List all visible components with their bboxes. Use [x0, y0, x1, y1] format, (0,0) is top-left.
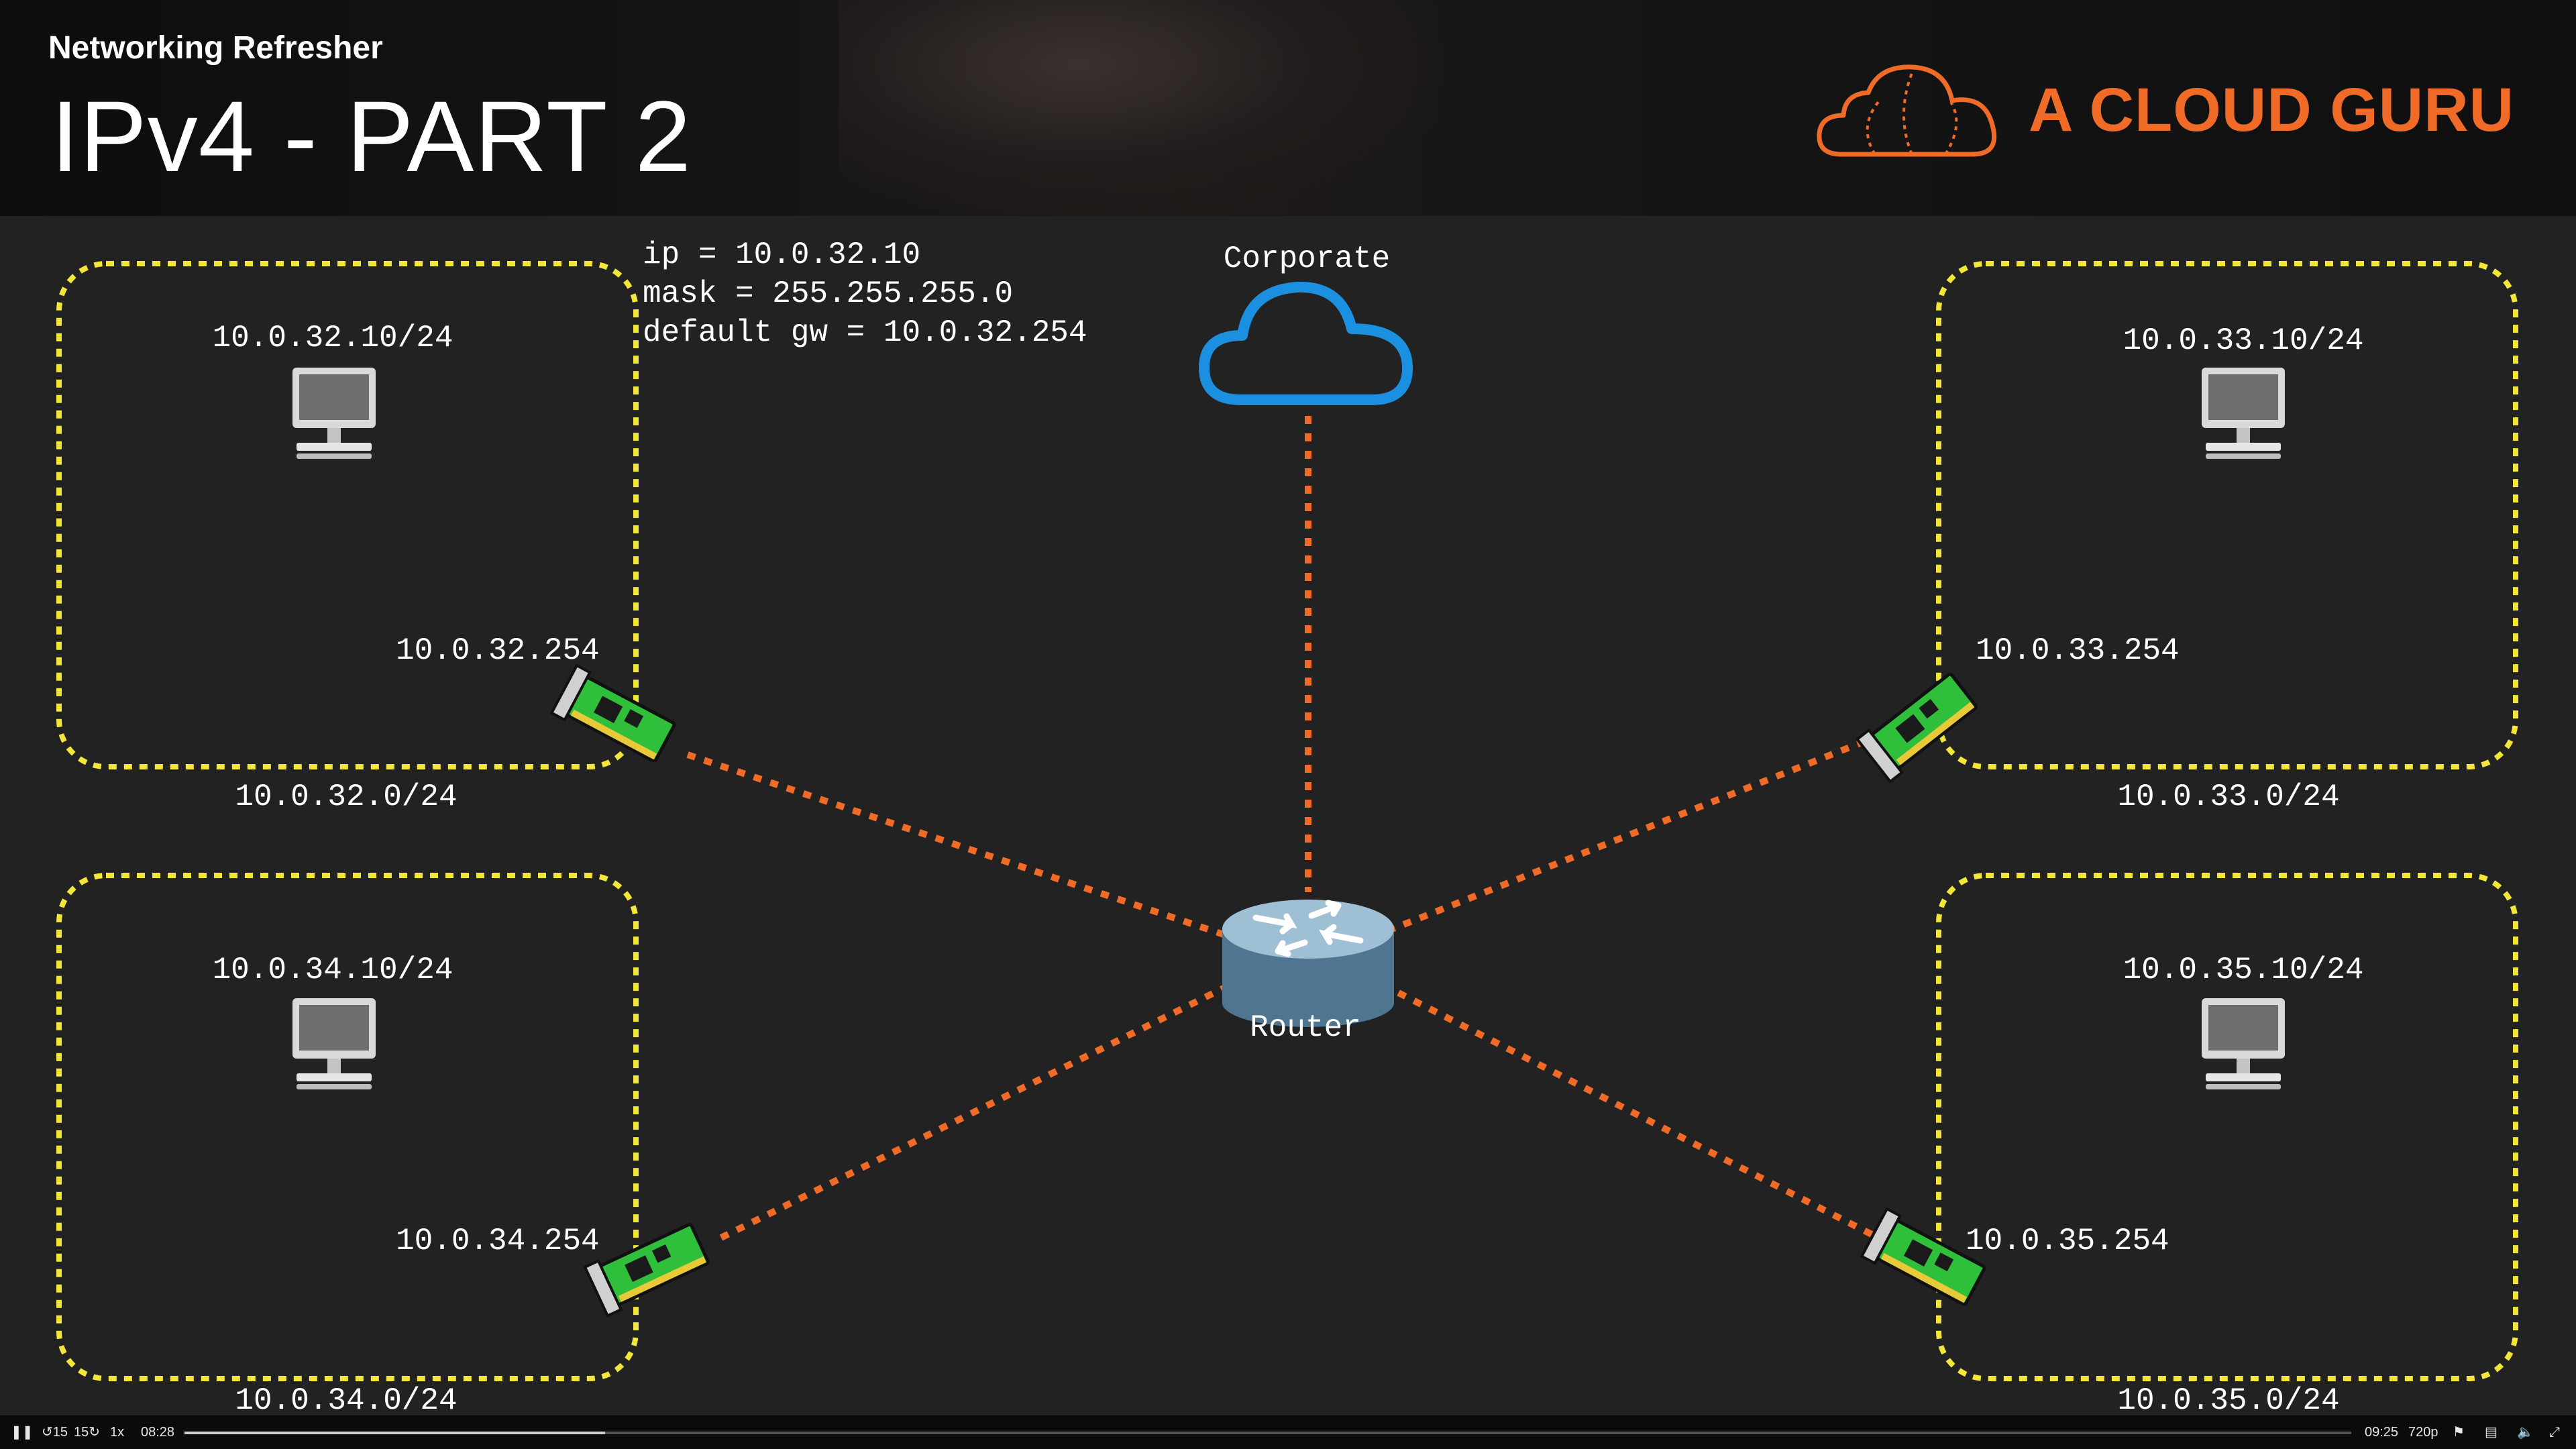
link-subnet-33 [1391, 738, 1866, 932]
link-subnet-35 [1390, 986, 1874, 1238]
rewind-icon: ↺ [42, 1425, 53, 1440]
host-address: 10.0.32.10/24 [213, 321, 453, 356]
subnet-network: 10.0.32.0/24 [235, 780, 457, 814]
progress-fill [184, 1432, 605, 1434]
current-time: 08:28 [141, 1425, 175, 1440]
subnet-box [56, 873, 639, 1381]
presenter-video-background [839, 0, 1442, 216]
subnet-box [1936, 261, 2518, 769]
captions-icon[interactable]: ▤ [2485, 1425, 2498, 1440]
network-card-icon [551, 665, 678, 766]
computer-icon [2202, 368, 2285, 459]
config-note-mask: mask = 255.255.255.0 [643, 276, 1013, 311]
router-label: Router [1250, 1010, 1361, 1045]
subnet-box [56, 261, 639, 769]
bookmark-icon[interactable]: ⚑ [2453, 1425, 2465, 1440]
link-subnet-32 [686, 751, 1229, 939]
fullscreen-icon[interactable]: ⤢ [2549, 1425, 2560, 1440]
computer-icon [2202, 998, 2285, 1089]
gateway-address: 10.0.35.254 [1966, 1224, 2169, 1258]
gateway-address: 10.0.33.254 [1976, 633, 2180, 668]
subnet-network: 10.0.33.0/24 [2117, 780, 2339, 814]
forward-icon: ↻ [89, 1425, 101, 1440]
progress-bar[interactable] [184, 1432, 2351, 1434]
play-pause-button[interactable]: ❚❚ [11, 1425, 34, 1440]
computer-icon [292, 998, 376, 1089]
slide-header [0, 0, 2576, 216]
subnet-network: 10.0.34.0/24 [235, 1383, 457, 1418]
gateway-address: 10.0.32.254 [396, 633, 600, 668]
router-icon [1222, 900, 1394, 1027]
computer-icon [292, 368, 376, 459]
cloud-icon [1199, 281, 1413, 405]
quality-button[interactable]: 720p [2408, 1425, 2438, 1440]
player-controls: ❚❚ ↺15 15↻ 1x 08:28 09:25 720p ⚑ ▤ 🔈 ⤢ [0, 1415, 2576, 1449]
host-address: 10.0.35.10/24 [2123, 953, 2364, 987]
duration: 09:25 [2365, 1425, 2399, 1440]
host-address: 10.0.33.10/24 [2123, 323, 2364, 358]
skip-forward-button[interactable]: 15↻ [74, 1425, 101, 1440]
host-address: 10.0.34.10/24 [213, 953, 453, 987]
course-title: Networking Refresher [48, 30, 383, 66]
skip-back-button[interactable]: ↺15 [42, 1425, 68, 1440]
subnet-network: 10.0.35.0/24 [2117, 1383, 2339, 1418]
gateway-address: 10.0.34.254 [396, 1224, 600, 1258]
brand-name: A CLOUD GURU [2029, 76, 2515, 144]
subnet-box [1936, 873, 2518, 1381]
link-subnet-34 [719, 983, 1230, 1241]
brand-cloud-logo-icon [1817, 64, 1997, 157]
cloud-label: Corporate [1224, 241, 1390, 276]
lesson-title: IPv4 - PART 2 [51, 80, 692, 193]
config-note-gateway: default gw = 10.0.32.254 [643, 315, 1087, 350]
config-note-ip: ip = 10.0.32.10 [643, 237, 920, 272]
network-card-icon [1858, 669, 1980, 782]
volume-icon[interactable]: 🔈 [2517, 1425, 2534, 1440]
network-card-icon [585, 1219, 711, 1316]
playback-speed-button[interactable]: 1x [110, 1425, 125, 1440]
